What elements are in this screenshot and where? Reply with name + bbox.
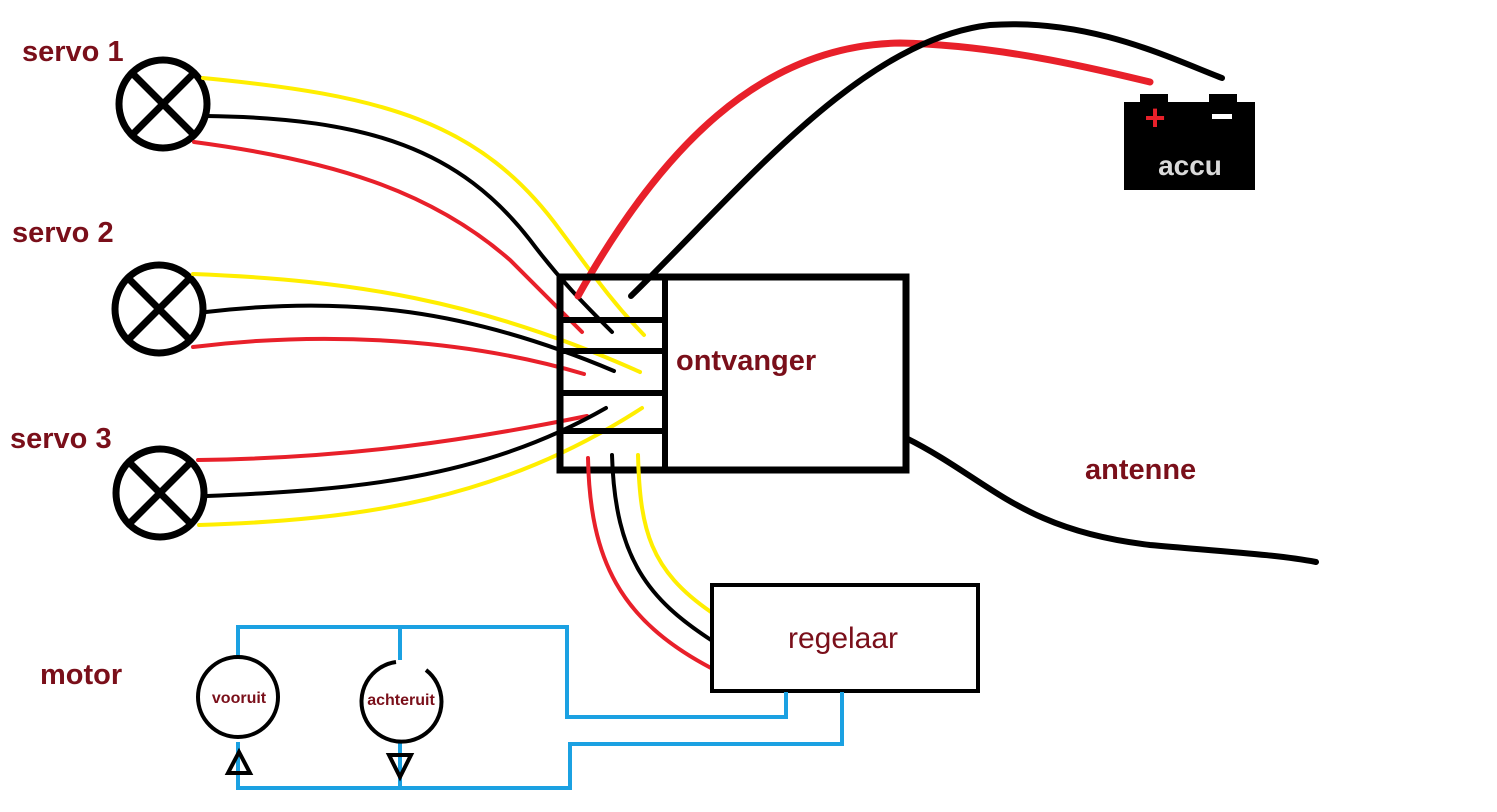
motor-bottom-bus xyxy=(236,692,844,790)
motor-wiring xyxy=(236,625,844,790)
servo-1 xyxy=(115,56,211,152)
receiver-label: ontvanger xyxy=(676,345,816,377)
servo-3-label: servo 3 xyxy=(10,423,112,455)
receiver-body xyxy=(556,273,910,474)
servo-1-signal-wire xyxy=(201,76,646,337)
battery-plus-sign: + xyxy=(1144,97,1165,138)
motor-forward-arrow-icon xyxy=(224,747,254,775)
battery-icon xyxy=(1124,102,1255,190)
servo-3-power-wire xyxy=(196,414,589,462)
controller-signal-wire xyxy=(636,453,713,614)
motor-forward-label: vooruit xyxy=(212,690,267,707)
servo-1-cross-b xyxy=(129,70,197,138)
motor-reverse-arrow-icon xyxy=(385,753,415,782)
servo-3-cross-b xyxy=(126,459,194,527)
motor-reverse: achteruit xyxy=(359,660,444,782)
servo-2 xyxy=(111,261,207,357)
servo-2-label: servo 2 xyxy=(12,217,114,249)
servo-2-power-wire xyxy=(191,336,586,376)
servo-3-signal-wire xyxy=(197,406,644,527)
controller-label: regelaar xyxy=(788,622,898,655)
controller-wires xyxy=(586,453,713,670)
controller-power-wire xyxy=(586,456,713,670)
battery-label: accu xyxy=(1158,150,1222,181)
battery-minus-sign xyxy=(1212,114,1232,119)
servo-2-cross-b xyxy=(125,275,193,343)
servo-1-label: servo 1 xyxy=(22,36,124,68)
battery-ground-wire xyxy=(628,21,1225,299)
servo-3-wires xyxy=(196,406,644,527)
battery-power-wire xyxy=(574,39,1154,300)
controller-body xyxy=(710,583,980,693)
servo-3 xyxy=(112,445,208,541)
battery: + accu xyxy=(1124,94,1255,190)
motor-reverse-label: achteruit xyxy=(367,692,435,709)
servo-3-ground-wire xyxy=(205,406,608,498)
controller-ground-wire xyxy=(610,453,713,642)
motor-label: motor xyxy=(40,659,122,691)
antenna-label: antenne xyxy=(1085,454,1196,486)
motor-forward-icon xyxy=(196,655,280,739)
servo-1-power-wire xyxy=(192,140,584,334)
battery-wires xyxy=(574,21,1225,300)
receiver xyxy=(556,273,910,474)
antenna-wire xyxy=(903,435,1319,565)
motor-top-bus xyxy=(236,625,788,719)
motor-reverse-icon xyxy=(359,660,444,744)
servo-2-signal-wire xyxy=(191,272,642,374)
motor-forward: vooruit xyxy=(196,655,280,775)
